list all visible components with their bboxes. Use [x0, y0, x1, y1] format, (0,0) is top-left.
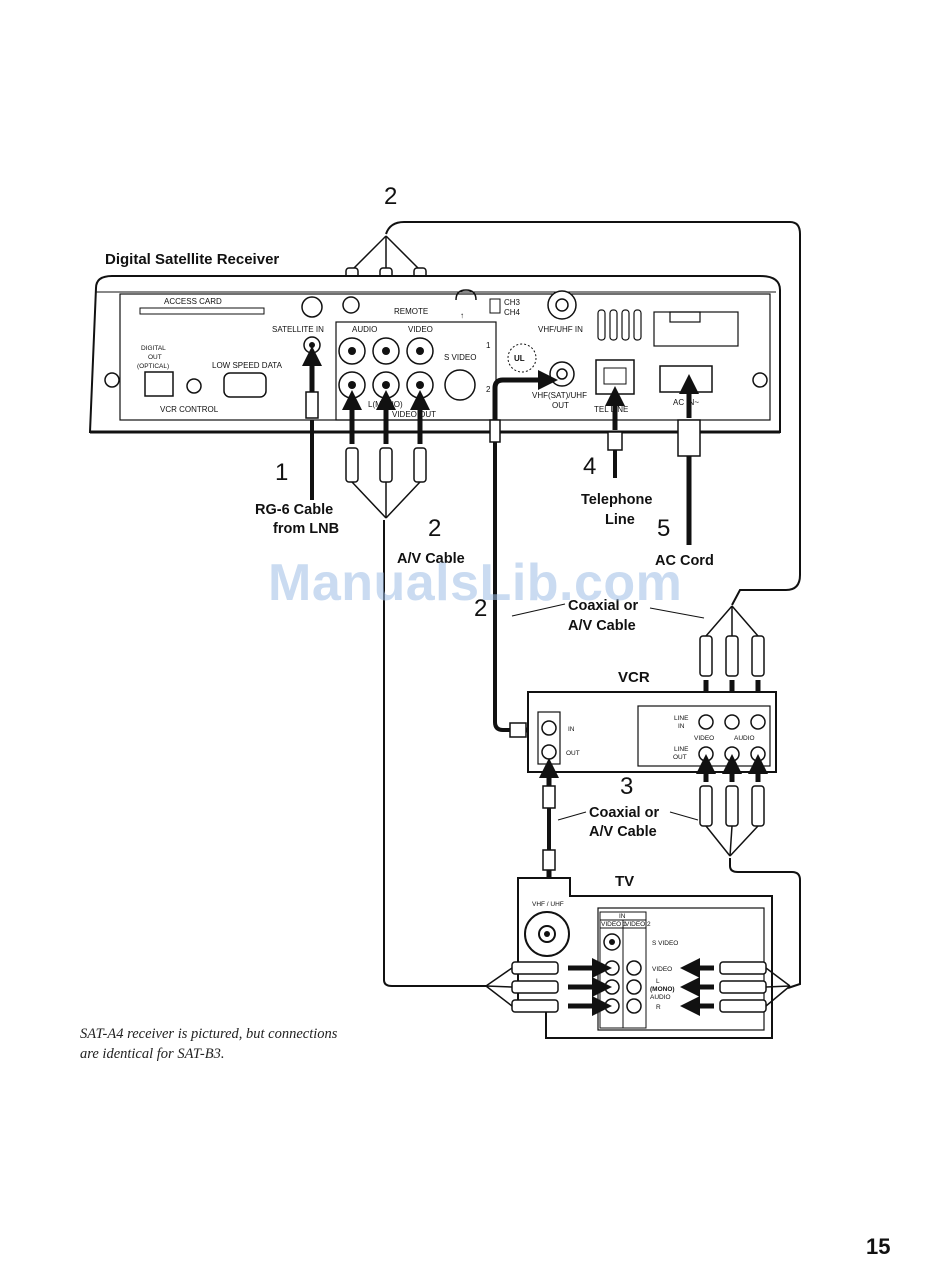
caption-line-2: are identical for SAT-B3.	[80, 1046, 225, 1062]
access-card-label: ACCESS CARD	[164, 297, 222, 306]
port-2-label: 2	[486, 385, 491, 394]
tv-r-label: R	[656, 1004, 661, 1011]
step-number-4: 4	[583, 453, 596, 480]
rg6-label-line2: from LNB	[273, 521, 339, 537]
coax-av-label-1-line2: A/V Cable	[568, 618, 636, 634]
vhf-uhf-in-label: VHF/UHF IN	[538, 325, 583, 334]
tv-title: TV	[615, 873, 634, 890]
video-out-label: VIDEO OUT	[392, 410, 436, 419]
caption-line-1: SAT-A4 receiver is pictured, but connect…	[80, 1026, 338, 1042]
watermark: ManualsLib.com	[268, 554, 683, 612]
step-number-top-2: 2	[384, 183, 397, 210]
audio-label: AUDIO	[352, 325, 377, 334]
ch3-label: CH3	[504, 298, 521, 307]
tv-s-video-label: S VIDEO	[652, 940, 678, 947]
page-number: 15	[866, 1234, 891, 1259]
ul-mark: UL	[514, 354, 525, 363]
digital-out-label-1: DIGITAL	[141, 345, 166, 352]
ac-cord-label: AC Cord	[655, 553, 714, 569]
digital-out-label-2: OUT	[148, 354, 162, 361]
tv-video1-label: VIDEO 1	[601, 921, 627, 928]
tv-mono-label: (MONO)	[650, 986, 675, 993]
vcr-audio-label: AUDIO	[734, 735, 755, 742]
svg-text:↑: ↑	[460, 311, 464, 320]
ch4-label: CH4	[504, 308, 521, 317]
vcr-line-in-label-2: IN	[678, 723, 685, 730]
vcr-line-in-label-1: LINE	[674, 715, 689, 722]
satellite-in-label: SATELLITE IN	[272, 325, 324, 334]
s-video-label: S VIDEO	[444, 353, 476, 362]
vcr-in-label: IN	[568, 726, 575, 733]
caption: SAT-A4 receiver is pictured, but connect…	[80, 1024, 400, 1064]
coax-av-label-2-line2: A/V Cable	[589, 824, 657, 840]
tv-video2-label: VIDEO 2	[625, 921, 651, 928]
vhf-sat-uhf-out-label-1: VHF(SAT)/UHF	[532, 391, 587, 400]
receiver-title: Digital Satellite Receiver	[105, 251, 279, 268]
tv-audio-label: AUDIO	[650, 994, 671, 1001]
vcr-out-label: OUT	[566, 750, 580, 757]
step-number-2b: 2	[474, 595, 487, 622]
rg6-label-line1: RG-6 Cable	[255, 502, 333, 518]
step-number-2: 2	[428, 515, 441, 542]
tv-back-panel: VHF / UHF IN VIDEO 1 VIDEO 2 S VIDEO VID…	[517, 877, 773, 1039]
tv-in-label: IN	[619, 913, 626, 920]
step-number-1: 1	[275, 459, 288, 486]
ac-in-label: AC IN~	[673, 398, 699, 407]
vhf-sat-uhf-out-label-2: OUT	[552, 401, 569, 410]
tel-line-label: TEL LINE	[594, 405, 628, 414]
port-1-label: 1	[486, 341, 491, 350]
vcr-title: VCR	[618, 669, 650, 686]
coax-av-label-1-line1: Coaxial or	[568, 598, 638, 614]
telephone-label-line1: Telephone	[581, 492, 652, 508]
step-number-3: 3	[620, 773, 633, 800]
step-number-5: 5	[657, 515, 670, 542]
vcr-back-panel: IN OUT LINE IN VIDEO AUDIO LINE OUT	[527, 691, 777, 773]
video-label: VIDEO	[408, 325, 433, 334]
receiver-back-panel: ACCESS CARD SATELLITE IN REMOTE AUDIO VI…	[88, 275, 781, 434]
vcr-line-out-label-2: OUT	[673, 754, 687, 761]
telephone-label-line2: Line	[605, 512, 635, 528]
tv-l-label: L	[656, 978, 660, 985]
av-cable-loop	[385, 221, 801, 606]
tv-video-label: VIDEO	[652, 966, 672, 973]
vcr-video-label: VIDEO	[694, 735, 714, 742]
coax-av-label-2-line1: Coaxial or	[589, 805, 659, 821]
av-cable-label: A/V Cable	[397, 551, 465, 567]
digital-out-label-3: (OPTICAL)	[137, 363, 169, 370]
tv-vhf-uhf-label: VHF / UHF	[532, 901, 564, 908]
low-speed-data-label: LOW SPEED DATA	[212, 361, 283, 370]
remote-label: REMOTE	[394, 307, 428, 316]
vcr-line-out-label-1: LINE	[674, 746, 689, 753]
vcr-control-label: VCR CONTROL	[160, 405, 219, 414]
